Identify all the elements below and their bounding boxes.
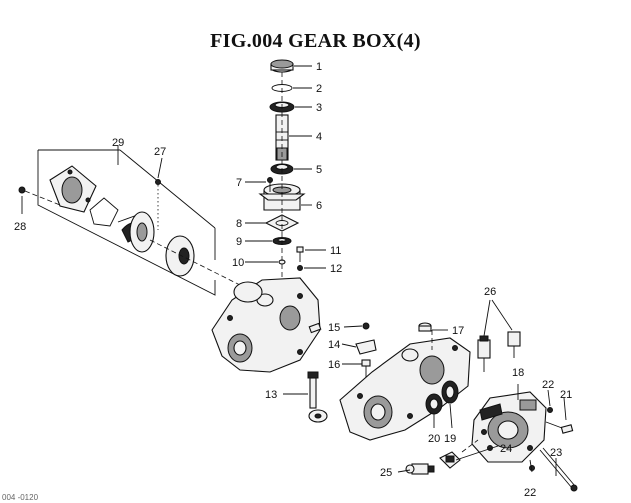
callout-25: 25 [380, 467, 392, 479]
callout-12: 12 [330, 263, 342, 275]
part-18-pump-body [471, 391, 547, 463]
part-28-bolt [18, 186, 26, 194]
part-27-gear [155, 179, 195, 277]
callout-1: 1 [316, 61, 322, 73]
part-26-sensor-b [507, 331, 521, 358]
leader-lines [21, 65, 567, 476]
figure-code: 004 -0120 [2, 493, 39, 502]
part-26-sensor-a [477, 335, 491, 372]
cover-group-frame [37, 149, 216, 296]
part-29-housing [129, 211, 155, 253]
axis-28 [24, 190, 61, 206]
callout-5: 5 [316, 164, 322, 176]
part-12-washer [297, 265, 303, 271]
callout-19: 19 [444, 433, 456, 445]
axis-27 [149, 239, 251, 291]
part-19-seal [441, 380, 459, 404]
callout-2: 2 [316, 83, 322, 95]
part-16-bolt [361, 359, 371, 378]
callout-29: 29 [112, 137, 124, 149]
part-7-bolt [267, 177, 273, 192]
right-gearbox-housing [339, 337, 471, 441]
figure-title: FIG.004 GEAR BOX(4) [210, 30, 421, 52]
callout-22-upper: 22 [542, 379, 554, 391]
part-13-shift-lever [307, 371, 328, 423]
callout-10: 10 [232, 257, 244, 269]
callout-21: 21 [560, 389, 572, 401]
callout-15: 15 [328, 322, 340, 334]
callout-7: 7 [236, 177, 242, 189]
callout-4: 4 [316, 131, 322, 143]
part-15-nut [362, 322, 370, 330]
callout-6: 6 [316, 200, 322, 212]
callout-23: 23 [550, 447, 562, 459]
part-25-valve [405, 463, 435, 475]
part-29-gasket [89, 197, 119, 227]
callout-20: 20 [428, 433, 440, 445]
part-11-bolt [296, 246, 304, 262]
callout-22-lower: 22 [524, 487, 536, 499]
callout-14: 14 [328, 339, 340, 351]
part-17-plug [418, 322, 432, 332]
part-29-cover-plate [49, 165, 97, 213]
part-24-fitting [439, 451, 461, 469]
callout-9: 9 [236, 236, 242, 248]
part-22-nut-upper [547, 407, 553, 413]
part-23-long-bolt [539, 447, 578, 492]
callout-18: 18 [512, 367, 524, 379]
axis-24 [461, 439, 479, 453]
part-1-cap [270, 59, 294, 73]
callout-11: 11 [330, 245, 341, 257]
callout-numbers: 1 2 3 4 5 6 7 8 9 10 11 12 13 14 15 16 1… [14, 61, 572, 499]
callout-17: 17 [452, 325, 464, 337]
callout-27: 27 [154, 146, 166, 158]
left-gearbox-housing [211, 277, 322, 373]
callout-13: 13 [265, 389, 277, 401]
part-21-bolt [545, 421, 574, 434]
callout-3: 3 [316, 102, 322, 114]
callout-8: 8 [236, 218, 242, 230]
callout-26: 26 [484, 286, 496, 298]
part-14-bracket [355, 339, 377, 355]
callout-28: 28 [14, 221, 26, 233]
part-20-bearing [425, 393, 443, 415]
callout-24: 24 [500, 443, 512, 455]
callout-16: 16 [328, 359, 340, 371]
